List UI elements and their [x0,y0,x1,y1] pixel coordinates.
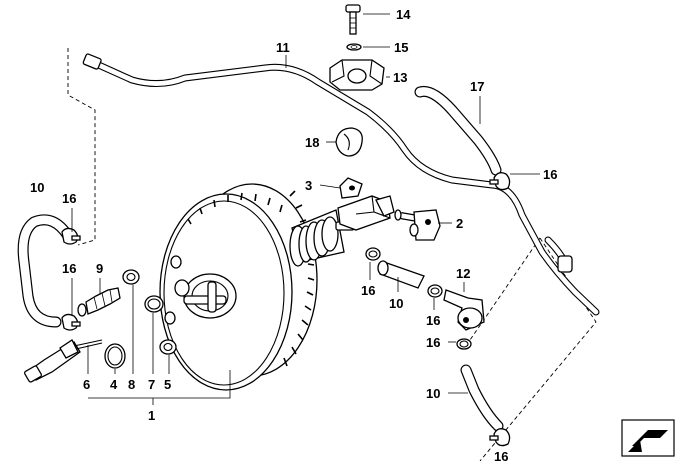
callout-16-a: 16 [543,167,557,182]
callout-16-f: 16 [426,335,440,350]
clamp-part-16-e [456,338,472,350]
callout-14: 14 [396,7,411,22]
connector-part-9 [77,287,121,317]
callout-16-e: 16 [426,313,440,328]
callout-3: 3 [305,178,312,193]
callout-13: 13 [393,70,407,85]
clamp-part-16-f [489,172,511,191]
callout-16-b: 16 [62,191,76,206]
pin-part-2 [394,209,441,241]
bracket-clip-part-13 [329,59,385,91]
hose-part-10-middle [377,260,425,289]
grommet-part-5 [159,339,177,355]
callout-16-g: 16 [494,449,508,461]
check-valve-part-12 [443,289,485,331]
clevis-part-3 [337,177,395,231]
washer-part-15 [346,43,362,51]
callout-17: 17 [470,79,484,94]
callout-labels: 14 15 11 13 17 18 16 3 2 10 16 16 9 12 1… [30,7,557,461]
ring-part-4 [104,343,126,369]
callout-10-c: 10 [426,386,440,401]
group-bracket-lines [67,48,597,461]
callout-16-c: 16 [62,261,76,276]
callout-18: 18 [305,135,319,150]
callout-8: 8 [128,377,135,392]
brake-booster-part-1 [159,183,318,391]
clamp-part-16-g [489,428,511,447]
callout-10-a: 10 [30,180,44,195]
callout-9: 9 [96,261,103,276]
callout-2: 2 [456,216,463,231]
clamp-part-16-d [427,284,443,298]
bolt-part-14 [345,4,361,35]
callout-5: 5 [164,377,171,392]
vacuum-line-part-11 [82,53,600,316]
callout-11: 11 [276,40,290,55]
callout-1: 1 [148,408,155,423]
callout-7: 7 [148,377,155,392]
hose-part-10-left [17,214,74,328]
callout-6: 6 [83,377,90,392]
o-ring-part-7 [144,295,164,313]
sensor-part-6 [24,339,103,383]
clamp-part-16-a [61,227,81,245]
clamp-part-16-c [365,247,381,261]
grommet-part-18 [335,127,363,157]
callout-10-b: 10 [389,296,403,311]
callout-15: 15 [394,40,408,55]
callout-16-d: 16 [361,283,375,298]
push-rod-boot [289,209,355,267]
callout-12: 12 [456,266,470,281]
leader-lines [71,13,540,405]
hose-part-10-lower [460,364,504,432]
clamp-part-16-b [61,313,81,331]
callout-4: 4 [110,377,118,392]
grommet-part-8 [122,269,140,285]
direction-arrow-icon [621,419,675,457]
hose-part-17 [414,85,502,176]
